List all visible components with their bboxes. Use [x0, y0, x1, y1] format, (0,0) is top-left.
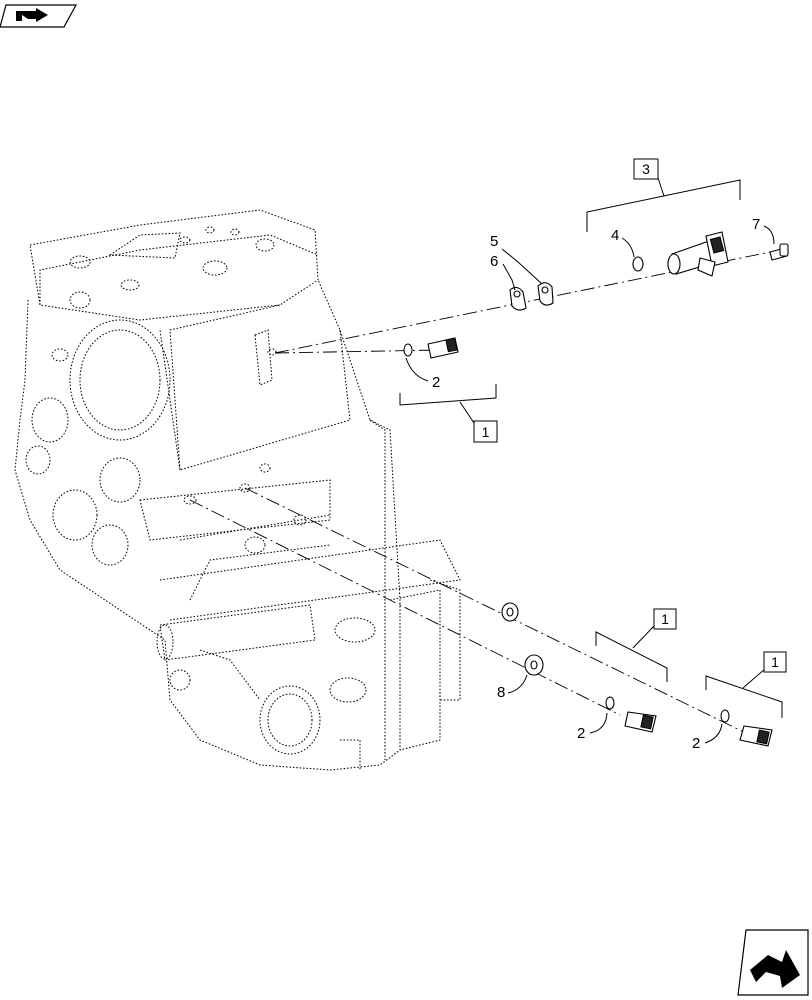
bracket-group-3: [586, 174, 741, 232]
o-ring-4: [632, 256, 644, 272]
transmission-housing: [14, 209, 461, 771]
page-forward-arrow-icon[interactable]: [737, 929, 809, 996]
svg-text:1: 1: [661, 611, 669, 627]
page-back-arrow-icon[interactable]: [0, 4, 78, 28]
callout-2-upper: 2: [432, 374, 440, 391]
svg-text:1: 1: [482, 424, 490, 440]
leader-lines: [405, 225, 775, 744]
svg-text:1: 1: [771, 654, 779, 670]
svg-text:3: 3: [642, 161, 650, 177]
bolt-7: [769, 243, 789, 261]
callout-8: 8: [497, 684, 505, 701]
speed-sensor-small-right: [720, 709, 773, 747]
group-label-1-upper: 1: [473, 420, 498, 443]
assembly-centerlines: [189, 247, 791, 741]
group-label-1-right: 1: [763, 651, 787, 673]
washer-8: [524, 654, 544, 676]
callout-4: 4: [611, 227, 619, 244]
speed-sensor-small-middle: [605, 696, 657, 733]
washer-upper: [501, 602, 519, 622]
group-label-1-middle: 1: [653, 608, 677, 630]
callout-6: 6: [490, 253, 498, 270]
group-label-3: 3: [633, 158, 659, 180]
speed-sensor-small-upper: [403, 337, 459, 359]
callout-2-right: 2: [692, 735, 700, 752]
callout-7: 7: [752, 216, 760, 233]
callout-5: 5: [490, 233, 498, 250]
speed-sensor-upper: [667, 231, 729, 277]
bracket-group-1-right: [705, 667, 783, 718]
bracket-group-1-upper: [399, 384, 497, 424]
bracket-group-1-middle: [595, 625, 668, 682]
callout-2-middle: 2: [577, 725, 585, 742]
clamp-plates-5-6: [509, 282, 554, 311]
